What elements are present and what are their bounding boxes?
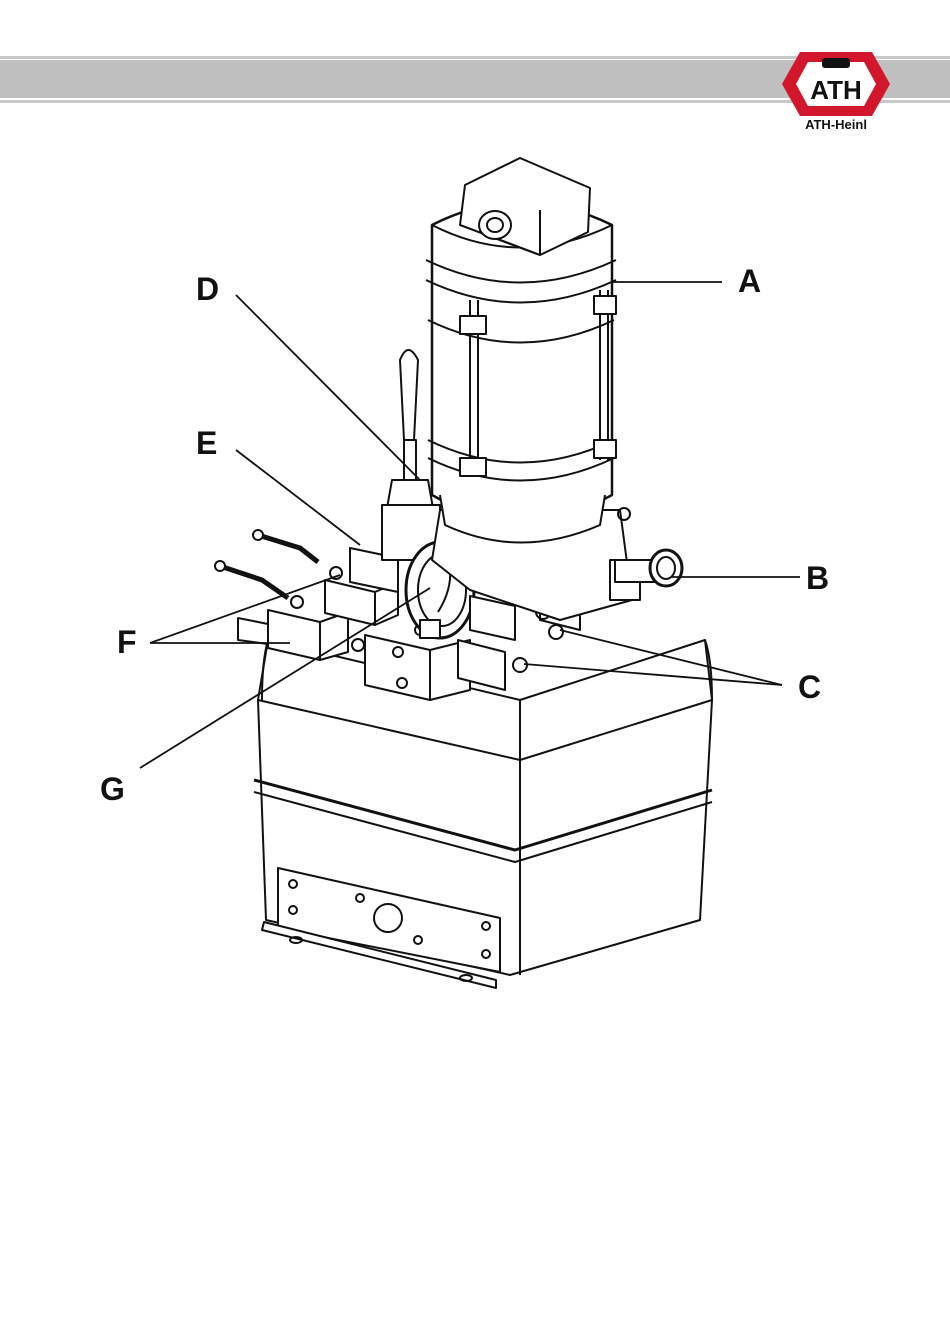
callout-c: C bbox=[798, 669, 821, 705]
callout-a: A bbox=[738, 263, 761, 299]
leader-line-d bbox=[236, 295, 420, 480]
callout-b: B bbox=[806, 560, 829, 596]
callout-f: F bbox=[117, 624, 137, 660]
callout-e: E bbox=[196, 425, 217, 461]
callout-g: G bbox=[100, 771, 125, 807]
callout-d: D bbox=[196, 271, 219, 307]
valve-block bbox=[365, 625, 470, 700]
electric-motor bbox=[426, 203, 616, 543]
